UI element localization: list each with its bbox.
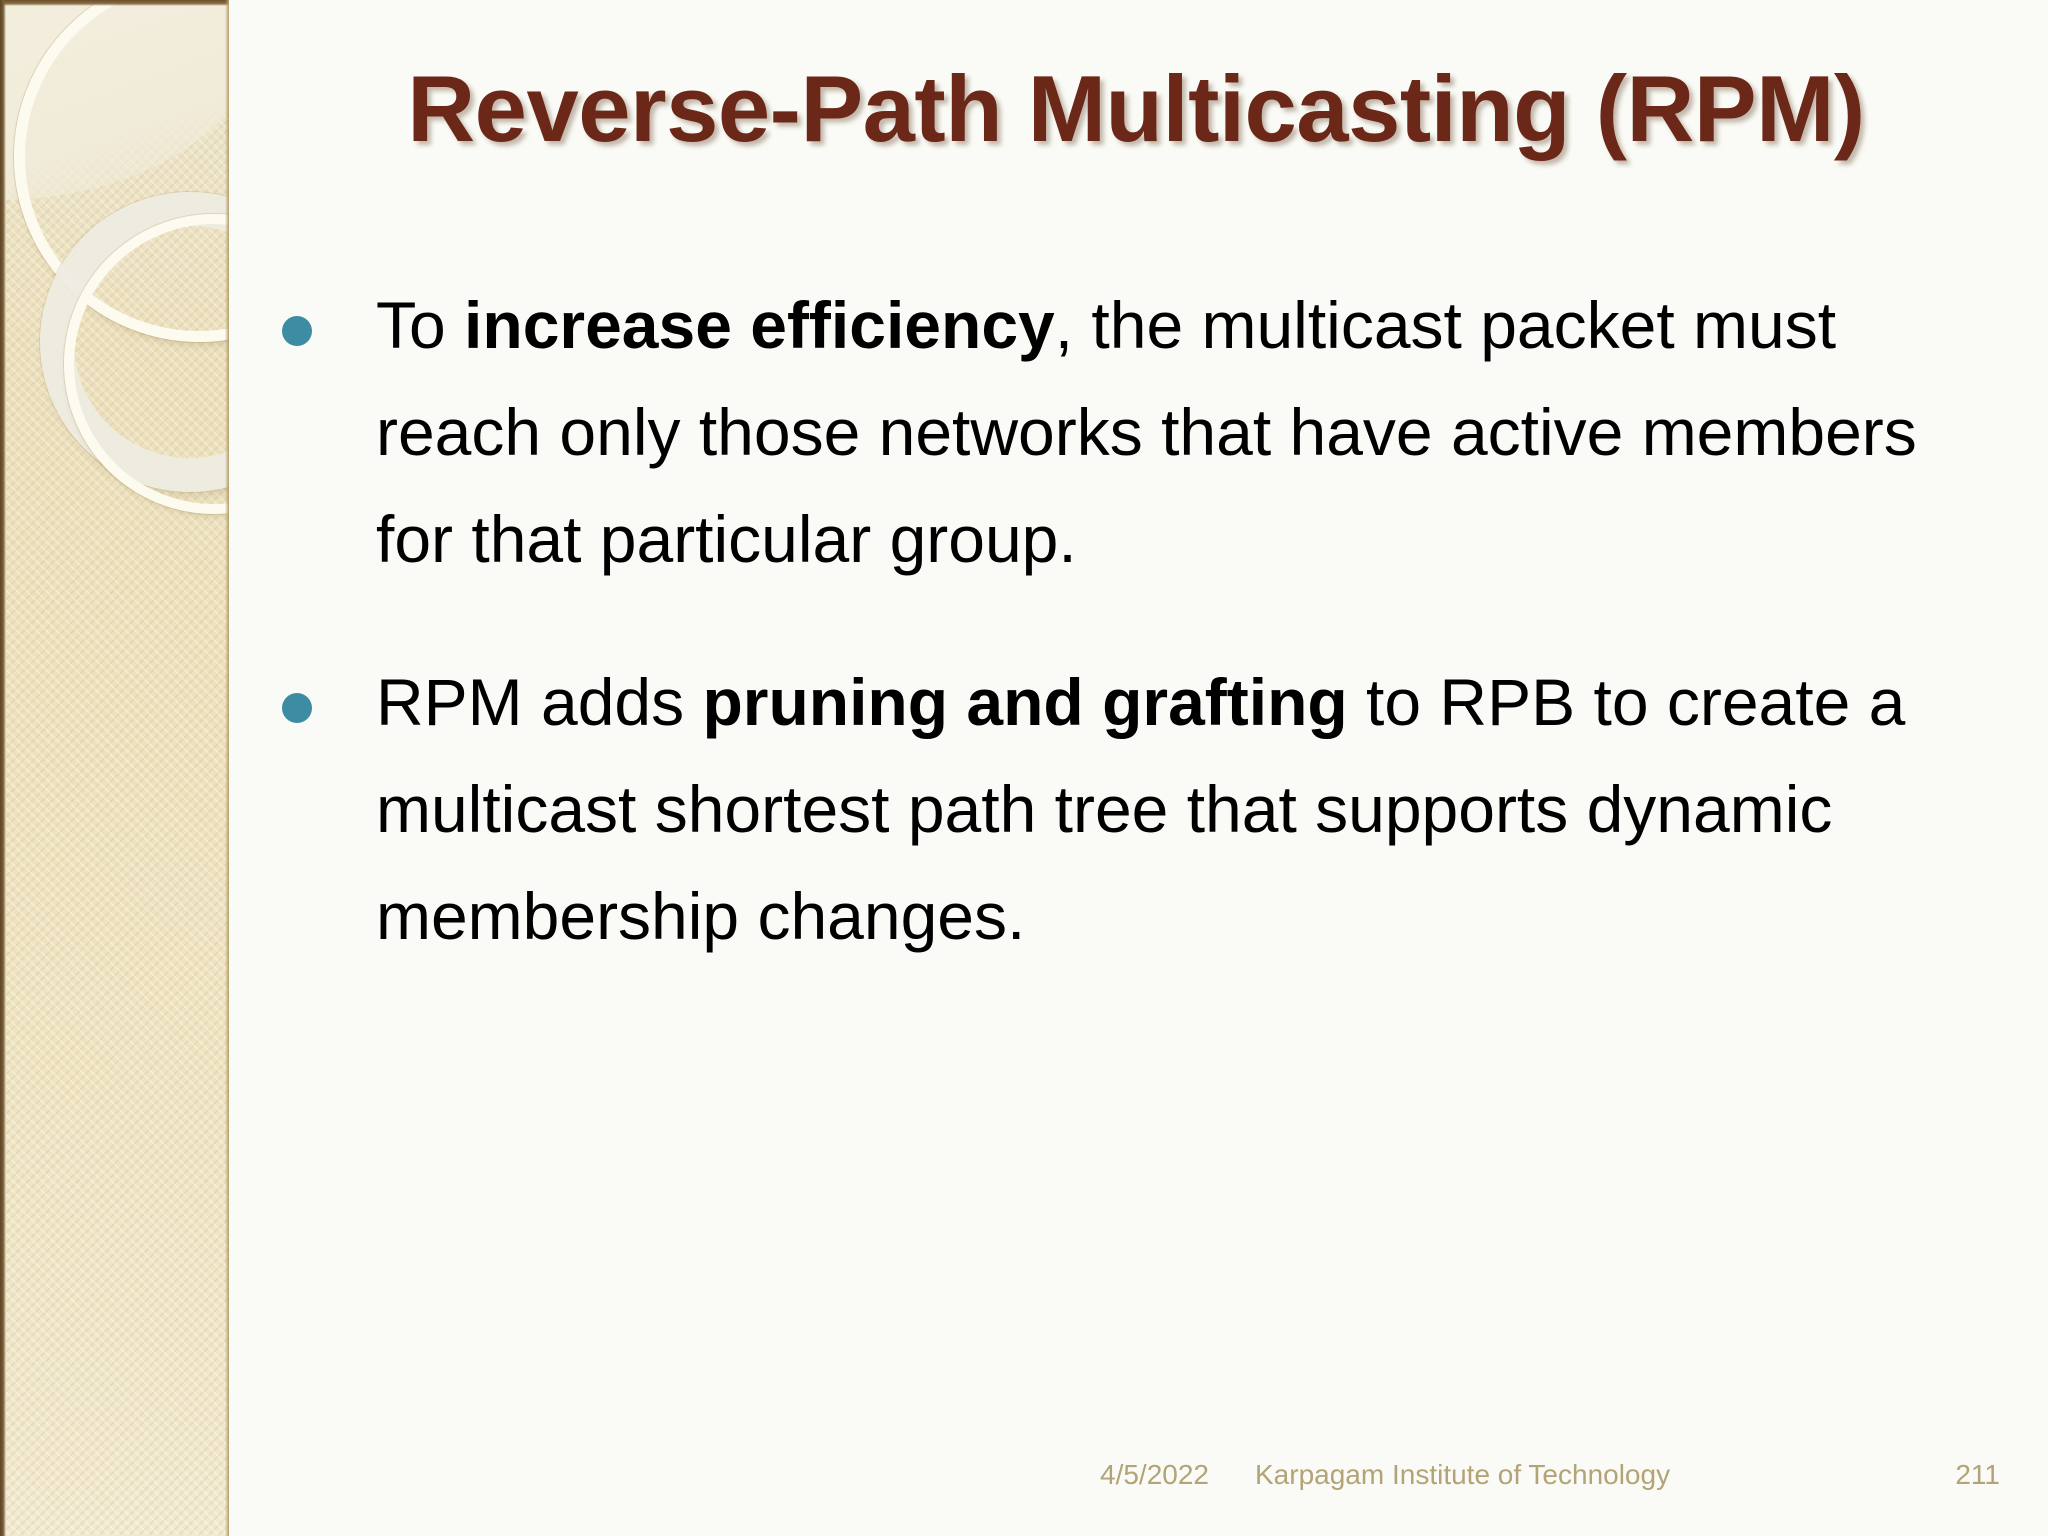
footer-date: 4/5/2022 xyxy=(1100,1459,1209,1490)
bullet-segment-bold: increase efficiency xyxy=(464,288,1055,362)
bullet-segment: To xyxy=(376,288,465,362)
footer-organization: Karpagam Institute of Technology xyxy=(1255,1459,1671,1490)
bullet-segment: RPM adds xyxy=(376,664,703,739)
sidebar-edge-top xyxy=(0,0,229,6)
bullet-dot-icon xyxy=(282,692,312,723)
slide-number: 211 xyxy=(1955,1459,2000,1490)
slide-title: Reverse-Path Multicasting (RPM) xyxy=(407,56,1865,161)
sidebar-edge-left xyxy=(0,0,6,1536)
decorative-sidebar xyxy=(0,0,229,1536)
sidebar-edge-right xyxy=(225,0,229,1536)
bullet-segment: to RPB to create a multicast shortest pa… xyxy=(376,664,1906,953)
bullet-segment-bold: pruning and grafting xyxy=(702,664,1348,739)
bullet-item: RPM adds pruning and grafting to RPB to … xyxy=(282,649,1962,970)
bullet-item: To increase efficiency, the multicast pa… xyxy=(282,272,1962,593)
bullet-text: To increase efficiency, the multicast pa… xyxy=(376,272,1962,593)
bullet-segment: , the multicast packet must reach only t… xyxy=(376,288,1917,576)
bullet-dot-icon xyxy=(282,316,312,346)
slide-body: To increase efficiency, the multicast pa… xyxy=(282,272,1962,969)
bullet-text: RPM adds pruning and grafting to RPB to … xyxy=(376,649,1962,970)
slide-footer: 4/5/2022 Karpagam Institute of Technolog… xyxy=(1100,1459,2000,1491)
